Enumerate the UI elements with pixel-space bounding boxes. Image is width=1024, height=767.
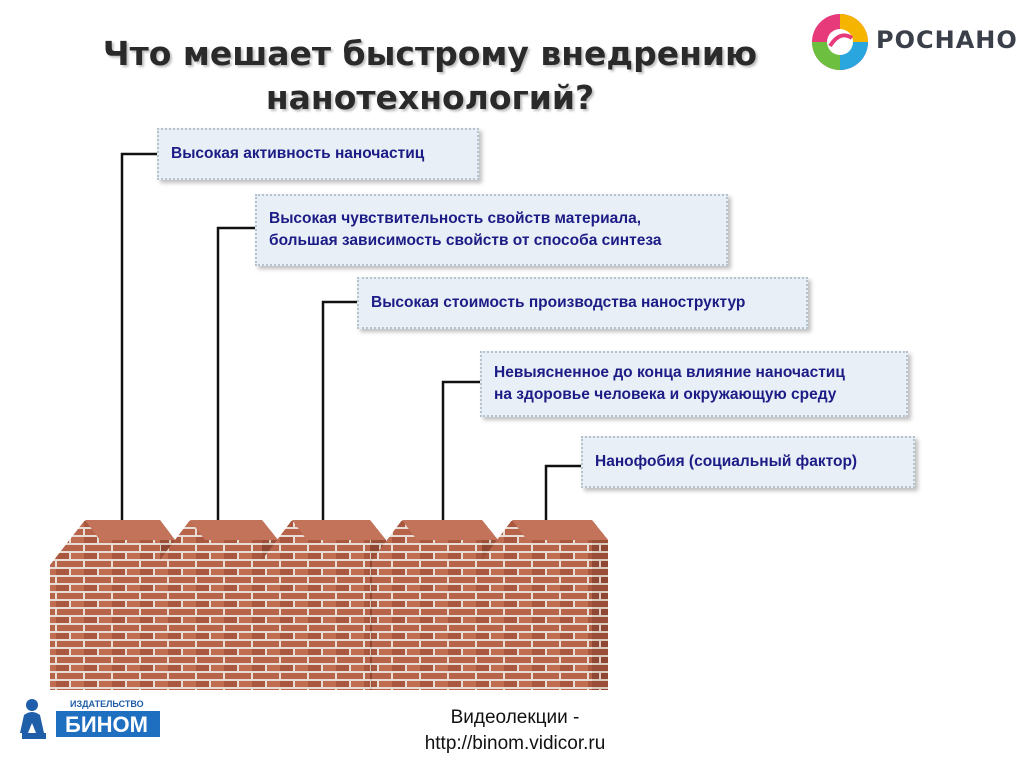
connector-line-1 bbox=[122, 154, 158, 522]
reader-icon bbox=[20, 699, 46, 739]
brick-pillar-1 bbox=[50, 520, 175, 690]
footer-link[interactable]: http://binom.vidicor.ru bbox=[400, 731, 630, 757]
binom-logo-name: БИНОМ bbox=[65, 712, 148, 737]
barrier-text-4: Невыясненное до конца влияние наночастиц… bbox=[494, 362, 845, 406]
barrier-box-1: Высокая активность наночастиц bbox=[157, 128, 479, 180]
brick-pillar-4 bbox=[372, 520, 498, 690]
connector-line-2 bbox=[218, 228, 256, 522]
binom-logo: ИЗДАТЕЛЬСТВО БИНОМ bbox=[18, 693, 168, 745]
connector-line-3 bbox=[323, 302, 358, 522]
connector-line-5 bbox=[546, 466, 582, 522]
barrier-box-3: Высокая стоимость производства нанострук… bbox=[357, 277, 808, 329]
footer-line-1: Видеолекции - bbox=[400, 705, 630, 731]
barrier-text-3: Высокая стоимость производства нанострук… bbox=[371, 292, 745, 314]
barrier-text-5: Нанофобия (социальный фактор) bbox=[595, 451, 857, 473]
footer-caption: Видеолекции - http://binom.vidicor.ru bbox=[400, 705, 630, 757]
brick-pillar-3 bbox=[262, 520, 386, 690]
barrier-box-4: Невыясненное до конца влияние наночастиц… bbox=[480, 351, 908, 417]
brick-pillar-2 bbox=[160, 520, 278, 690]
binom-logo-small: ИЗДАТЕЛЬСТВО bbox=[70, 699, 144, 709]
barrier-text-2: Высокая чувствительность свойств материа… bbox=[269, 208, 661, 252]
connector-line-4 bbox=[443, 382, 481, 522]
brick-pillar-5 bbox=[482, 520, 608, 690]
barrier-text-1: Высокая активность наночастиц bbox=[171, 143, 424, 165]
barrier-box-5: Нанофобия (социальный фактор) bbox=[581, 436, 915, 488]
barrier-box-2: Высокая чувствительность свойств материа… bbox=[255, 194, 728, 266]
